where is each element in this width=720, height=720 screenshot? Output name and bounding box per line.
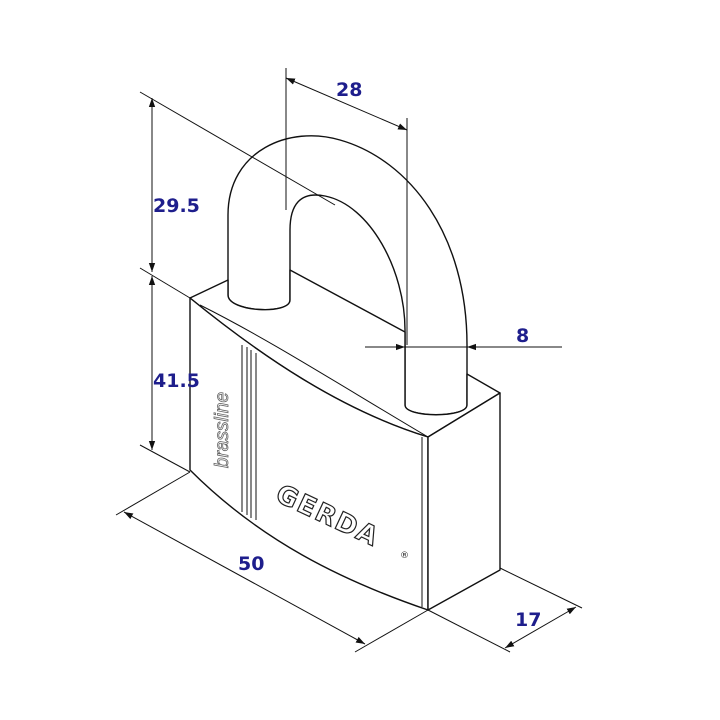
- dim-body-depth: 17: [515, 609, 541, 631]
- dim-body-width: 50: [238, 553, 264, 575]
- body-side-face: [427, 392, 501, 611]
- dim-shackle-width: 28: [336, 79, 362, 101]
- dim-shackle-height: 29.5: [153, 195, 200, 217]
- dim-body-height: 41.5: [153, 370, 200, 392]
- registered-mark: ®: [400, 551, 409, 561]
- brassline-label: brassline: [212, 392, 233, 468]
- dim-shackle-diameter: 8: [516, 325, 529, 347]
